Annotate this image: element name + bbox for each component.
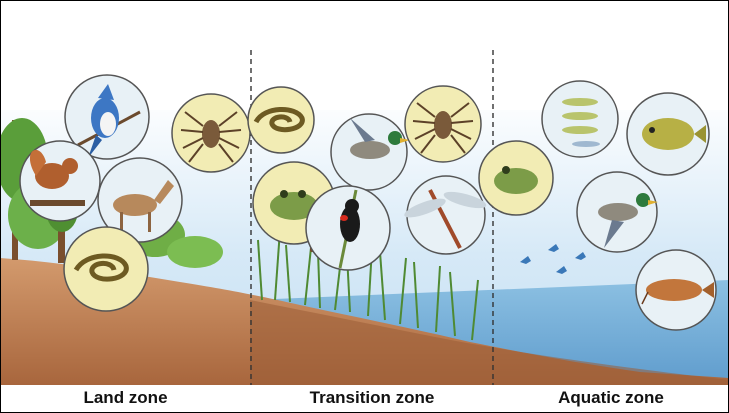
wolf-spider-land-circle — [172, 94, 250, 172]
frog-aquatic-circle — [479, 141, 553, 215]
zone-label-transition: Transition zone — [251, 385, 493, 411]
zone-label-land: Land zone — [0, 385, 251, 411]
red-winged-blackbird-circle — [306, 186, 390, 270]
wolf-spider-transition-circle — [405, 86, 481, 162]
mallard-aquatic-circle — [577, 172, 658, 252]
sunfish-circle — [627, 93, 709, 175]
zone-label-aquatic: Aquatic zone — [493, 385, 729, 411]
catfish-circle — [636, 250, 716, 330]
garter-snake-land-circle — [64, 227, 148, 311]
garter-snake-transition-circle — [248, 87, 314, 153]
ecosystem-scene — [0, 0, 729, 385]
squirrel-circle — [20, 141, 100, 221]
minnows-circle — [542, 81, 618, 157]
